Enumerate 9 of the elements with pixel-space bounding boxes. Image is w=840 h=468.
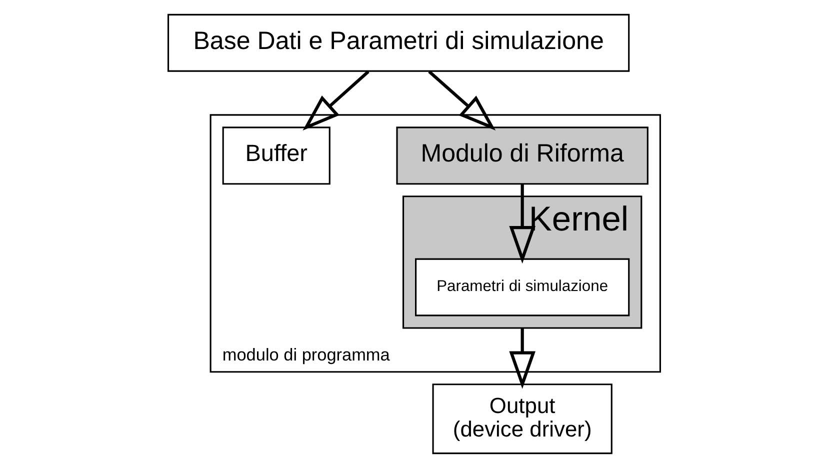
node-box: Buffer [222,126,330,185]
arrow [428,70,496,130]
node-box: Modulo di Riforma [396,126,648,185]
node-box: Parametri di simulazione [414,258,630,316]
arrow [302,70,369,130]
node-box: Base Dati e Parametri di simulazione [166,14,630,72]
arrow [508,184,535,264]
arrow [508,328,535,389]
node-box: Output (device driver) [432,384,612,454]
